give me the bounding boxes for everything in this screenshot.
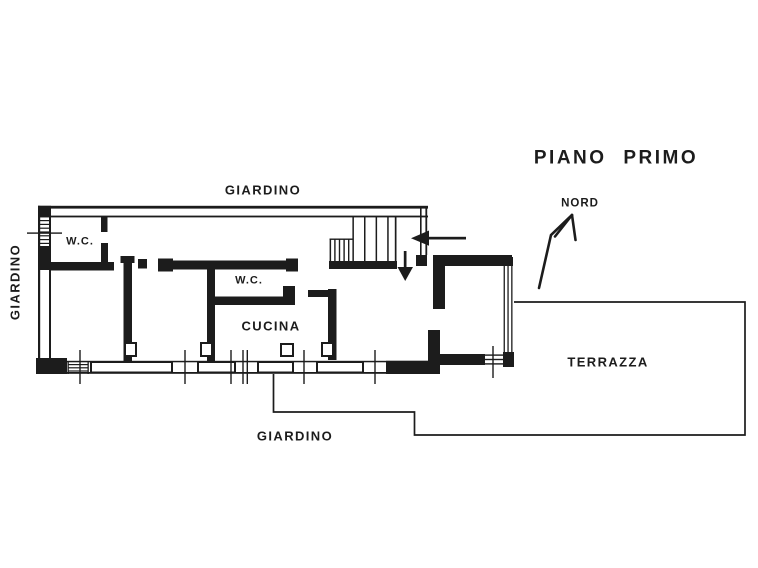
label-terrace: TERRAZZA bbox=[567, 354, 649, 370]
terrace-room-walls bbox=[416, 255, 514, 374]
label-wc-middle: W.C. bbox=[235, 274, 263, 287]
page-title: PIANO PRIMO bbox=[533, 147, 699, 169]
window-ticks bbox=[79, 346, 494, 384]
left-wall-window bbox=[27, 220, 62, 244]
terrace-room-window-wall bbox=[503, 258, 513, 354]
label-kitchen: CUCINA bbox=[241, 318, 301, 334]
label-garden-left: GIARDINO bbox=[7, 243, 23, 321]
north-arrow-icon bbox=[537, 213, 577, 290]
top-wall bbox=[38, 205, 428, 218]
label-garden-bottom: GIARDINO bbox=[256, 428, 334, 444]
bottom-windows bbox=[90, 361, 364, 374]
stairs-down-arrow-icon bbox=[397, 251, 413, 281]
left-wall bbox=[27, 205, 62, 368]
bottom-wall bbox=[36, 346, 494, 384]
stairs bbox=[329, 217, 397, 262]
stairwell-wall bbox=[420, 206, 428, 255]
label-wc-top-left: W.C. bbox=[66, 235, 94, 248]
north-label: NORD bbox=[561, 197, 599, 210]
terrace-outline bbox=[272, 301, 746, 436]
door-symbols bbox=[124, 342, 334, 357]
entry-arrow-left-icon bbox=[411, 230, 466, 246]
interior-walls bbox=[50, 217, 397, 362]
label-garden-top: GIARDINO bbox=[224, 182, 302, 198]
bottom-window-hatched bbox=[67, 361, 89, 374]
kitchen-flue bbox=[280, 343, 294, 357]
terrace-door bbox=[485, 354, 503, 365]
